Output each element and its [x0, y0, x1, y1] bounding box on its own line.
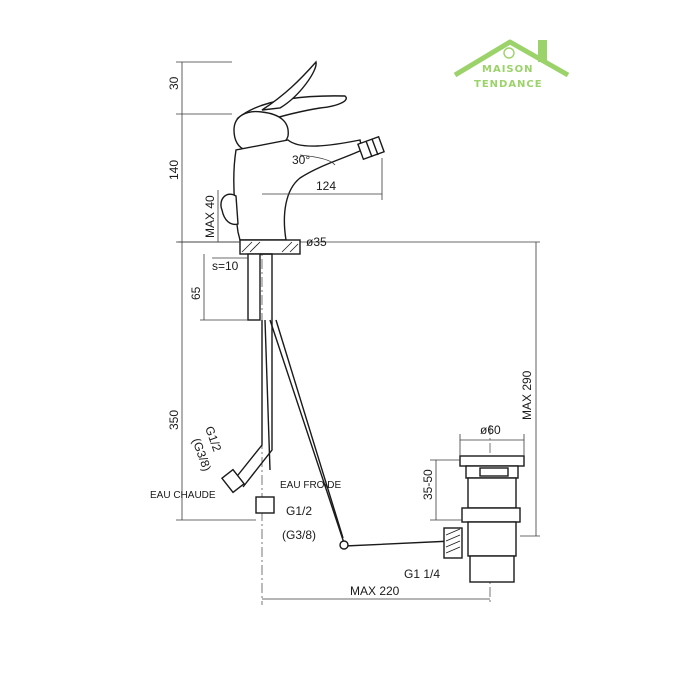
knob-knurl	[445, 528, 461, 554]
popup-rod-2	[275, 319, 344, 539]
dim-handle-height: 30	[167, 76, 181, 90]
dim-max290: MAX 290	[520, 370, 534, 420]
house-roof-icon	[453, 39, 570, 78]
dim-spout-height: 140	[167, 160, 181, 180]
dim-waste-diameter: ø60	[480, 423, 501, 437]
waste-flange	[459, 455, 525, 467]
hot-water-label: EAU CHAUDE	[150, 490, 216, 501]
dim-max40: MAX 40	[203, 195, 217, 238]
logo-circle-icon	[503, 47, 515, 59]
hot-hose-outer	[242, 253, 273, 488]
waste-nut	[461, 507, 521, 523]
waste-assembly	[443, 455, 525, 583]
cold-hose	[264, 319, 271, 471]
base-plate-hatch	[241, 241, 299, 253]
dim-reach: 124	[316, 179, 336, 193]
dim-hose-length: 350	[167, 410, 181, 430]
dim-hole-diameter: ø35	[306, 235, 327, 249]
hot-connector	[220, 468, 246, 494]
waste-body	[467, 477, 517, 509]
dim-shank-length: 65	[189, 286, 203, 300]
dim-thickness: s=10	[212, 259, 239, 273]
nozzle-line-1	[365, 140, 373, 158]
dim-angle-arc	[299, 154, 336, 166]
logo-line1: MAISON	[482, 64, 533, 75]
rod-joint	[339, 540, 349, 550]
hot-hose-inner	[233, 320, 263, 481]
waste-window	[479, 467, 509, 477]
dim-angle: 30°	[292, 153, 310, 167]
base-plate	[239, 239, 301, 255]
nozzle-line-2	[371, 138, 379, 156]
dim-waste-thread: G1 1/4	[404, 567, 440, 581]
threaded-shank	[247, 253, 261, 321]
cold-thread-alt: (G3/8)	[282, 528, 316, 542]
dim-max220: MAX 220	[350, 584, 400, 598]
logo-line2: TENDANCE	[474, 79, 543, 90]
mixer-tap-body	[220, 60, 385, 241]
waste-lower-body	[467, 521, 517, 557]
chimney-icon	[538, 40, 547, 62]
cold-connector	[255, 496, 275, 514]
cold-thread: G1/2	[286, 504, 312, 518]
cartridge-cap	[233, 110, 289, 152]
lever-blade	[261, 60, 317, 111]
lift-rod-knob	[443, 527, 463, 559]
waste-tail	[469, 555, 515, 583]
cold-water-label: EAU FROIDE	[280, 480, 341, 491]
brand-logo: MAISON TENDANCE	[453, 39, 570, 90]
dim-waste-range: 35-50	[421, 469, 435, 500]
popup-knob	[220, 193, 239, 226]
